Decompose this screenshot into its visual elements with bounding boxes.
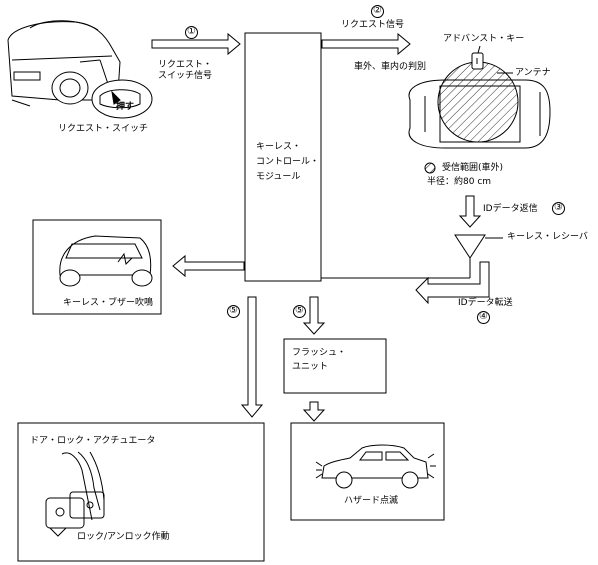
keyless-buzzer-label: キーレス・ブザー吹鳴	[63, 298, 154, 308]
door-lock-actuator-box	[17, 422, 265, 562]
request-signal-label: リクエスト信号	[341, 20, 405, 30]
reception-range-label: 受信範囲(車外)	[442, 163, 504, 173]
keyless-control-module-label: キーレス・ コントロール・ モジュール	[256, 142, 320, 182]
step-4-number: ④	[477, 311, 490, 324]
hazard-flash-label: ハザード点滅	[344, 496, 399, 506]
keyless-receiver-symbol	[454, 234, 503, 278]
id-data-reply-label: IDデータ返信	[483, 204, 538, 214]
arrow-to-flasher-unit	[302, 296, 326, 335]
arrow-request-switch-signal	[151, 32, 241, 56]
arrow-to-hazard	[302, 401, 326, 422]
radius-label: 半径：約80 cm	[427, 177, 492, 187]
step-3-number: ③	[552, 202, 565, 215]
car-top-view-illustration	[408, 61, 551, 149]
request-switch-callout	[91, 59, 153, 119]
keyless-control-module-box	[244, 32, 322, 282]
door-lock-actuator-illustration	[45, 451, 105, 537]
arrow-id-data-transfer	[415, 261, 490, 305]
advanced-key-icon	[471, 52, 484, 70]
step-1-number: ①	[185, 26, 198, 39]
car-rear-buzzer-illustration	[59, 235, 153, 287]
arrow-to-buzzer	[172, 254, 245, 278]
car-side-illustration	[315, 444, 436, 489]
push-label: 押す	[116, 102, 135, 112]
advanced-key-leader	[477, 45, 481, 54]
step-2-number: ②	[371, 5, 384, 18]
advanced-key-label: アドバンスト・キー	[443, 34, 525, 44]
car-rear-illustration	[7, 20, 121, 107]
lock-unlock-operation-label: ロック/アンロック作動	[77, 532, 170, 542]
request-switch-signal-label: リクエスト・ スイッチ信号	[158, 60, 213, 81]
id-data-transfer-label: IDデータ転送	[458, 298, 513, 308]
inside-outside-judgement-label: 車外、車内の判別	[354, 62, 427, 72]
door-lock-actuator-label: ドア・ロック・アクチュエータ	[30, 436, 156, 446]
arrow-to-door-lock	[240, 296, 264, 418]
step-5-number-right: ⑤	[293, 305, 306, 318]
keyless-receiver-label: キーレス・レシーバ	[507, 232, 588, 242]
request-switch-label: リクエスト・スイッチ	[58, 124, 149, 134]
antenna-label: アンテナ	[515, 68, 551, 78]
reception-range-legend-swatch	[424, 162, 436, 174]
arrow-id-data-reply	[458, 195, 482, 228]
arrow-request-signal	[321, 32, 411, 56]
flasher-unit-label: フラッシュ・ ユニット	[292, 348, 347, 372]
step-5-number-left: ⑤	[227, 305, 240, 318]
flasher-unit-box	[283, 338, 387, 394]
